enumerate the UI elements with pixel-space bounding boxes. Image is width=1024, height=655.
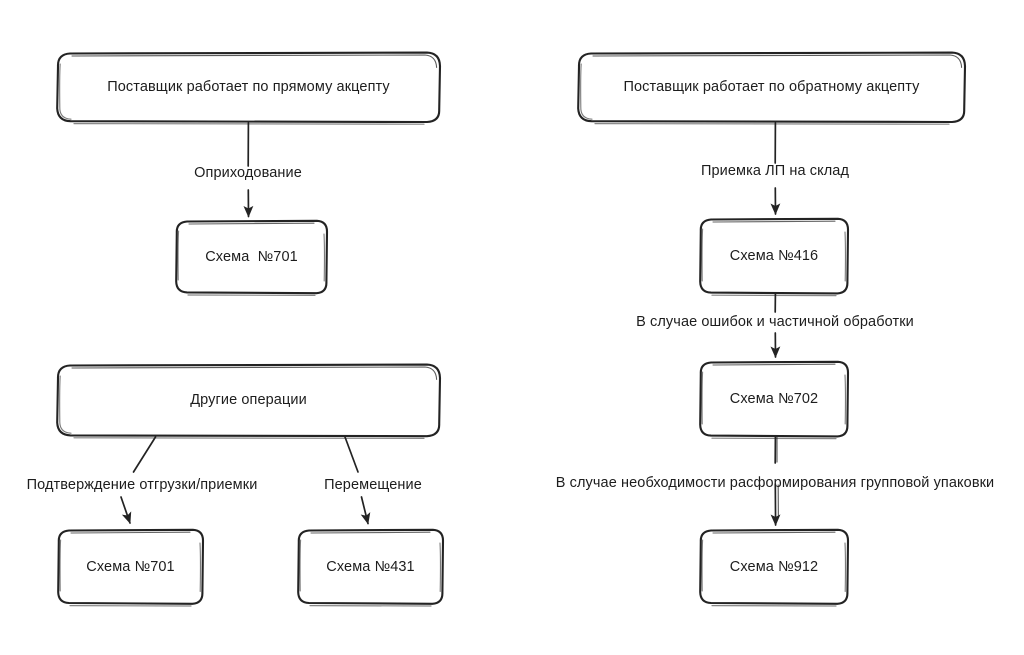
node-shape-scheme-431[interactable] xyxy=(297,528,445,607)
node-shape-scheme-701-direct[interactable] xyxy=(175,219,329,296)
node-shape-scheme-702[interactable] xyxy=(699,360,850,440)
edge-shipment-confirmation xyxy=(120,436,157,524)
node-shape-supplier-reverse[interactable] xyxy=(577,51,967,125)
node-shape-scheme-701-other[interactable] xyxy=(57,528,205,607)
node-shape-scheme-416[interactable] xyxy=(699,217,850,297)
node-shape-supplier-direct[interactable] xyxy=(56,51,442,125)
node-shape-other-operations[interactable] xyxy=(56,363,442,439)
edge-group-package-disband xyxy=(770,436,781,527)
edge-movement xyxy=(344,436,371,525)
node-shape-scheme-912[interactable] xyxy=(699,528,850,607)
